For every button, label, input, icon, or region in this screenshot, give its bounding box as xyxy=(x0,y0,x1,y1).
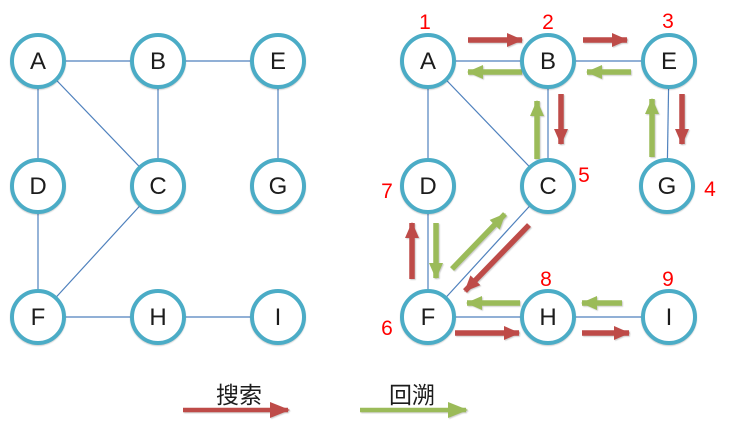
graph-node-d: D7 xyxy=(381,158,456,214)
graph-node-c: C xyxy=(130,158,186,214)
node-label-a: A xyxy=(420,48,436,75)
node-circle-h xyxy=(130,289,186,345)
node-circle-f xyxy=(400,289,456,345)
graph-node-a: A xyxy=(10,33,66,89)
node-label-f: F xyxy=(421,304,436,331)
node-circle-g xyxy=(639,158,695,214)
node-circle-g xyxy=(250,158,306,214)
graph-node-d: D xyxy=(10,158,66,214)
graph-node-h: H xyxy=(130,289,186,345)
original-graph: A B E D C G F H I xyxy=(10,33,306,345)
node-circle-e xyxy=(641,33,697,89)
node-circle-b xyxy=(520,33,576,89)
node-circle-d xyxy=(400,158,456,214)
node-circle-e xyxy=(250,33,306,89)
node-label-b: B xyxy=(150,48,166,75)
edge-a-c xyxy=(427,60,549,187)
node-label-c: C xyxy=(539,173,556,200)
node-label-e: E xyxy=(661,48,677,75)
graph-node-h: H8 xyxy=(520,268,576,345)
graph-node-b: B xyxy=(130,33,186,89)
edge-c-f xyxy=(37,185,159,318)
node-circle-a xyxy=(400,33,456,89)
search-arrow-c-f xyxy=(463,223,531,293)
node-label-g: G xyxy=(269,173,288,200)
node-label-i: I xyxy=(275,304,282,331)
visit-order-b: 2 xyxy=(542,11,554,34)
visit-order-c: 5 xyxy=(578,164,590,187)
node-label-d: D xyxy=(419,173,436,200)
node-label-h: H xyxy=(149,304,166,331)
visit-order-h: 8 xyxy=(540,268,552,291)
node-label-d: D xyxy=(29,173,46,200)
node-label-i: I xyxy=(666,304,673,331)
visit-order-d: 7 xyxy=(381,180,393,203)
node-circle-i xyxy=(250,289,306,345)
node-label-c: C xyxy=(149,173,166,200)
graph-node-i: I9 xyxy=(641,268,697,345)
visit-order-a: 1 xyxy=(419,11,431,34)
node-label-f: F xyxy=(31,304,46,331)
graph-node-a: A1 xyxy=(400,11,456,89)
graph-node-e: E3 xyxy=(641,10,697,89)
graph-node-b: B2 xyxy=(520,11,576,89)
node-circle-h xyxy=(520,289,576,345)
node-label-b: B xyxy=(540,48,556,75)
node-label-h: H xyxy=(539,304,556,331)
node-circle-d xyxy=(10,158,66,214)
node-circle-f xyxy=(10,289,66,345)
edge-c-f xyxy=(427,185,549,318)
node-label-a: A xyxy=(30,48,46,75)
node-circle-c xyxy=(130,158,186,214)
graph-node-f: F xyxy=(10,289,66,345)
legend-backtrack-label: 回溯 xyxy=(389,382,435,408)
graph-node-e: E xyxy=(250,33,306,89)
legend-search-label: 搜索 xyxy=(216,382,262,408)
node-circle-a xyxy=(10,33,66,89)
edge-a-c xyxy=(37,60,159,187)
visit-order-g: 4 xyxy=(704,178,716,201)
graph-node-f: F6 xyxy=(381,289,456,345)
node-label-e: E xyxy=(270,48,286,75)
node-circle-i xyxy=(641,289,697,345)
legend: 搜索 回溯 xyxy=(183,382,468,418)
visit-order-f: 6 xyxy=(381,317,393,340)
node-circle-b xyxy=(130,33,186,89)
node-label-g: G xyxy=(658,173,677,200)
graph-node-g: G xyxy=(250,158,306,214)
node-circle-c xyxy=(520,158,576,214)
visit-order-i: 9 xyxy=(662,268,674,291)
backtrack-arrow-f-c xyxy=(450,212,507,271)
graph-node-i: I xyxy=(250,289,306,345)
visit-order-e: 3 xyxy=(662,10,674,33)
